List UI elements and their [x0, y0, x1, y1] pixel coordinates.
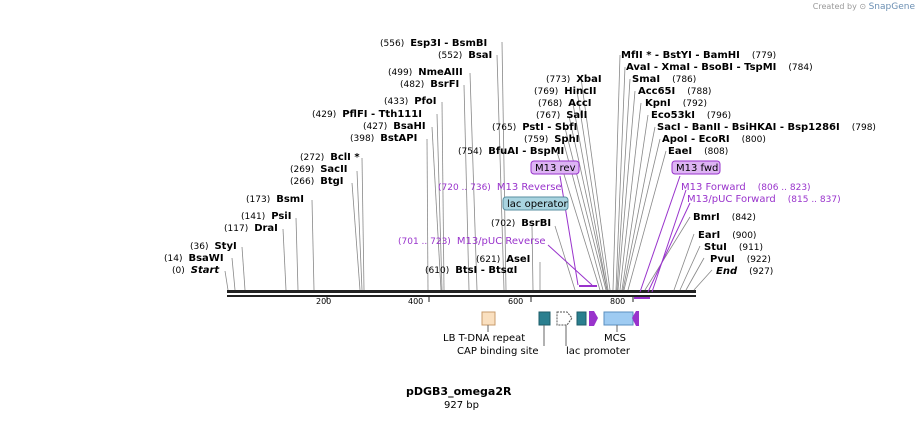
site-sacii: (269)SacII	[290, 164, 348, 175]
site-btgi: (266)BtgI	[290, 176, 343, 187]
site-kpni: KpnI(792)	[645, 98, 707, 109]
site-asei: (621)AseI	[476, 254, 530, 265]
backbone-line	[227, 290, 696, 293]
site-acc65i: Acc65I(788)	[638, 86, 711, 97]
primer-connectors	[547, 175, 691, 299]
feature-primer-fwd-arrow[interactable]	[632, 311, 639, 326]
feature-mcs[interactable]	[603, 311, 634, 326]
site-end: End(927)	[716, 266, 773, 277]
site-bstapi: (398)BstAPI	[350, 133, 417, 144]
credit-brand: SnapGene	[868, 2, 915, 12]
site-saci: SacI - BanII - BsiHKAI - Bsp1286I(798)	[657, 122, 876, 133]
plasmid-title: pDGB3_omega2R	[406, 385, 512, 398]
site-eaei: EaeI(808)	[668, 146, 728, 157]
site-esp3i: (556)Esp3I - BsmBI	[380, 38, 487, 49]
site-bcli: (272)BclI *	[300, 152, 360, 163]
site-bmri: BmrI(842)	[693, 212, 756, 223]
feature-lb-tdna[interactable]	[481, 311, 496, 326]
feature-label-cap: CAP binding site	[457, 346, 539, 357]
tick-label-600: 600	[508, 297, 523, 306]
feature-track: LB T-DNA repeat CAP binding site lac pro…	[443, 311, 639, 357]
primer-site-m13-reverse: (720 .. 736)M13 Reverse	[438, 182, 562, 193]
tick-label-800: 800	[610, 297, 625, 306]
site-btsi: (610)BtsI - BtsαI	[425, 265, 517, 276]
site-pvui: PvuI(922)	[710, 254, 771, 265]
lac-operator-box[interactable]: lac operator	[502, 196, 569, 211]
site-sphi: (759)SphI	[524, 134, 579, 145]
site-connectors	[224, 41, 713, 291]
site-eco53ki: Eco53kI(796)	[651, 110, 731, 121]
primer-site-m13-forward: M13 Forward(806 .. 823)	[681, 182, 811, 193]
site-bsahi: (427)BsaHI	[363, 121, 426, 132]
feature-cap-site[interactable]	[538, 311, 551, 326]
site-labels: (0)Start (14)BsaWI (36)StyI (117)DraI (1…	[164, 38, 876, 277]
tick-label-400: 400	[408, 297, 423, 306]
ruler: 200 400 600 800	[316, 297, 634, 306]
primer-site-m13puc-forward: M13/pUC Forward(815 .. 837)	[687, 194, 841, 205]
site-bsawi: (14)BsaWI	[164, 253, 224, 264]
primer-m13fwd[interactable]: M13 fwd	[671, 160, 721, 175]
primer-site-m13puc-reverse: (701 .. 723)M13/pUC Reverse	[398, 236, 546, 247]
snapgene-credit: Created by ⊙ SnapGene	[813, 2, 915, 12]
site-bfuai: (754)BfuAI - BspMI	[458, 146, 564, 157]
feature-label-lac-promoter: lac promoter	[566, 346, 631, 357]
backbone-line-lower	[227, 295, 696, 297]
primer-m13rev-label: M13 rev	[535, 163, 576, 174]
primer-site-labels: (720 .. 736)M13 Reverse (701 .. 723)M13/…	[398, 182, 841, 247]
site-acci: (768)AccI	[538, 98, 592, 109]
site-stui: StuI(911)	[704, 242, 763, 253]
site-eari: EarI(900)	[698, 230, 756, 241]
feature-label-lb-tdna: LB T-DNA repeat	[443, 333, 525, 344]
site-styi: (36)StyI	[190, 241, 237, 252]
site-bsai: (552)BsaI	[438, 50, 492, 61]
tick-label-200: 200	[316, 297, 331, 306]
site-nmeaiii: (499)NmeAIII	[388, 67, 463, 78]
site-xbai: (773)XbaI	[546, 74, 602, 85]
plasmid-length: 927 bp	[444, 400, 479, 411]
site-bsmi: (173)BsmI	[246, 194, 304, 205]
feature-label-mcs: MCS	[604, 333, 626, 344]
site-smai: SmaI(786)	[632, 74, 696, 85]
feature-lac-promoter[interactable]	[556, 311, 573, 326]
feature-primer-rev-arrow[interactable]	[589, 311, 598, 326]
site-bsrfi: (482)BsrFI	[400, 79, 459, 90]
site-avai: AvaI - XmaI - BsoBI - TspMI(784)	[626, 62, 813, 73]
site-pfoi: (433)PfoI	[384, 96, 436, 107]
site-pflfi: (429)PflFI - Tth111I	[312, 109, 422, 120]
site-mfli: MfII * - BstYI - BamHI(779)	[621, 50, 776, 61]
site-bsrbi: (702)BsrBI	[491, 218, 551, 229]
site-psti: (765)PstI - SbfI	[492, 122, 577, 133]
primer-m13rev[interactable]: M13 rev	[530, 160, 580, 175]
site-start: (0)Start	[172, 265, 220, 276]
site-hincii: (769)HincII	[534, 86, 597, 97]
site-psii: (141)PsiI	[241, 211, 291, 222]
lac-operator-label: lac operator	[507, 199, 568, 210]
snapgene-logo-icon: ⊙	[859, 2, 867, 11]
site-sali: (767)SalI	[536, 110, 587, 121]
feature-lac-operator-block[interactable]	[576, 311, 587, 326]
credit-prefix: Created by	[812, 2, 857, 11]
site-drai: (117)DraI	[224, 223, 278, 234]
site-apoi: ApoI - EcoRI(800)	[662, 134, 766, 145]
primer-m13fwd-label: M13 fwd	[676, 163, 718, 174]
